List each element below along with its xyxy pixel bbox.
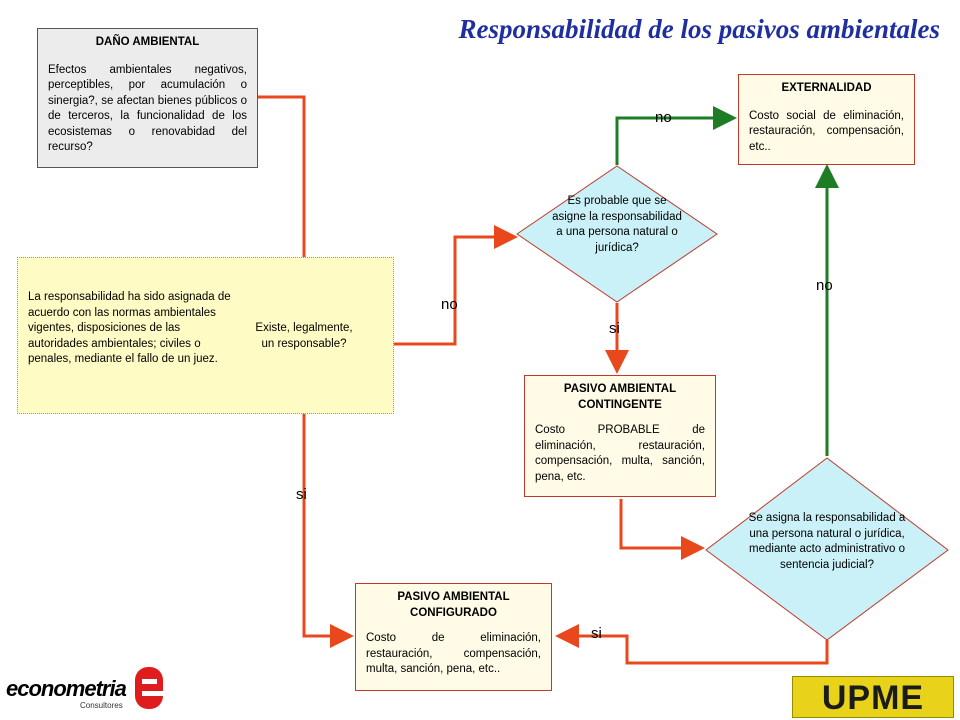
label-no-asigna: no (816, 277, 833, 294)
pasivo-configurado-box: PASIVO AMBIENTAL CONFIGURADO Costo de el… (355, 583, 552, 691)
upme-logo: UPME (792, 676, 954, 718)
pasivo-contingente-box: PASIVO AMBIENTAL CONTINGENTE Costo PROBA… (524, 375, 716, 497)
configurado-body: Costo de eliminación, restauración, comp… (366, 632, 541, 675)
econometria-e-mark-icon (135, 667, 163, 709)
label-no-existe: no (441, 296, 458, 313)
externalidad-body: Costo social de eliminación, restauració… (749, 109, 904, 153)
responsabilidad-note-panel (17, 257, 394, 414)
decision-probable-text: Es probable que se asigne la responsabil… (552, 195, 682, 254)
label-si-existe: si (296, 486, 307, 503)
dano-ambiental-box: DAÑO AMBIENTAL Efectos ambientales negat… (37, 28, 258, 168)
configurado-heading: PASIVO AMBIENTAL CONFIGURADO (397, 591, 510, 619)
arrow-asigna-si (555, 624, 829, 665)
label-si-asigna: si (591, 625, 602, 642)
decision-asigna-text: Se asigna la responsabilidad a una perso… (748, 512, 906, 571)
page-title: Responsabilidad de los pasivos ambiental… (458, 14, 940, 44)
arrow-probable-no (615, 106, 737, 165)
dano-heading: DAÑO AMBIENTAL (95, 36, 200, 48)
label-no-probable: no (655, 109, 672, 126)
decision-asigna-shape (705, 457, 949, 641)
responsabilidad-note-text: La responsabilidad ha sido asignada de a… (28, 291, 231, 365)
contingente-body: Costo PROBABLE de eliminación, restaurac… (535, 424, 705, 483)
upme-logo-text: UPME (821, 679, 925, 717)
arrow-existe-no (382, 225, 518, 346)
econometria-sub: Consultores (80, 701, 123, 710)
contingente-heading: PASIVO AMBIENTAL CONTINGENTE (563, 383, 677, 411)
externalidad-heading: EXTERNALIDAD (781, 82, 872, 94)
label-si-probable: si (609, 320, 620, 337)
decision-existe-text: Existe, legalmente, un responsable? (255, 322, 353, 350)
arrow-existe-si (302, 402, 354, 648)
arrow-contingente-to-asigna (619, 499, 705, 560)
dano-body: Efectos ambientales negativos, perceptib… (48, 63, 247, 154)
externalidad-box: EXTERNALIDAD Costo social de eliminación… (738, 74, 915, 165)
econometria-logo: econometria (6, 676, 127, 701)
arrow-dano-to-existe (258, 95, 316, 287)
decision-probable-shape (516, 165, 718, 303)
